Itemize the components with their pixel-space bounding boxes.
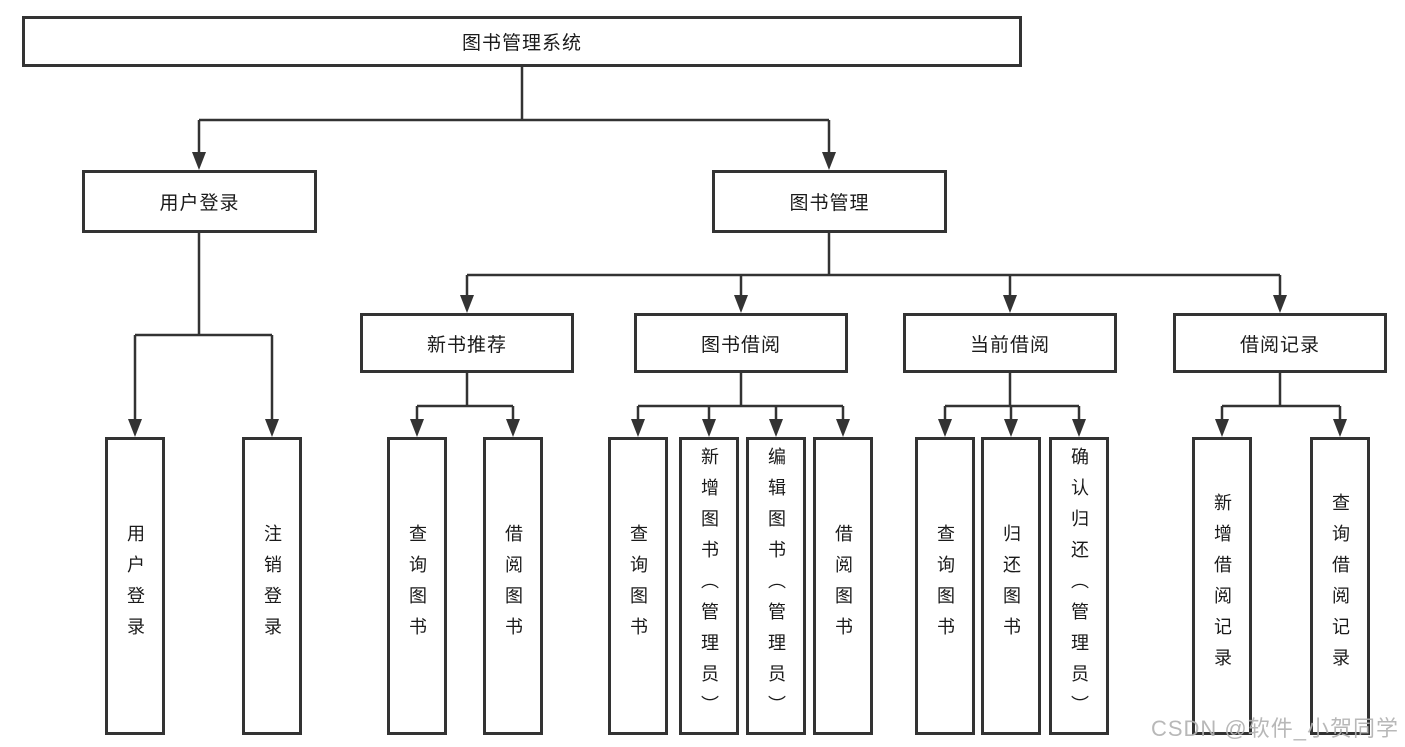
node-library-system: 图书管理系统 <box>22 16 1022 67</box>
leaf-edit-books-admin: 编辑图书（管理员） <box>746 437 806 735</box>
leaf-label: 新增借阅记录 <box>1212 493 1232 679</box>
leaf-user-login: 用户登录 <box>105 437 165 735</box>
node-label: 新书推荐 <box>426 334 507 356</box>
leaf-label: 归还图书 <box>1001 524 1021 648</box>
node-label: 用户登录 <box>159 193 240 214</box>
leaf-query-books-current: 查询图书 <box>915 437 975 735</box>
node-label: 图书管理 <box>789 193 870 214</box>
leaf-label: 借阅图书 <box>503 524 523 648</box>
csdn-watermark: CSDN @软件_小贺同学 <box>1150 716 1399 741</box>
node-label: 当前借阅 <box>969 334 1050 356</box>
leaf-label: 查询图书 <box>407 524 427 648</box>
leaf-add-borrow-record: 新增借阅记录 <box>1192 437 1252 735</box>
leaf-label: 注销登录 <box>262 524 282 648</box>
leaf-return-books: 归还图书 <box>981 437 1041 735</box>
node-new-book-recommend: 新书推荐 <box>360 313 574 373</box>
leaf-logout: 注销登录 <box>242 437 302 735</box>
leaf-label: 查询图书 <box>935 524 955 648</box>
leaf-label: 编辑图书（管理员） <box>766 446 786 726</box>
leaf-borrow-books: 借阅图书 <box>813 437 873 735</box>
leaf-borrow-books-recommend: 借阅图书 <box>483 437 543 735</box>
leaf-label: 查询借阅记录 <box>1330 493 1350 679</box>
leaf-add-books-admin: 新增图书（管理员） <box>679 437 739 735</box>
node-user-login: 用户登录 <box>82 170 317 233</box>
arrowheads <box>128 152 1347 437</box>
node-book-management: 图书管理 <box>712 170 947 233</box>
node-current-borrowing: 当前借阅 <box>903 313 1117 373</box>
node-book-borrowing: 图书借阅 <box>634 313 848 373</box>
leaf-label: 确认归还（管理员） <box>1069 446 1089 726</box>
node-label: 图书管理系统 <box>461 33 582 54</box>
leaf-label: 用户登录 <box>125 524 145 648</box>
leaf-label: 查询图书 <box>628 524 648 648</box>
node-borrow-records: 借阅记录 <box>1173 313 1387 373</box>
leaf-label: 借阅图书 <box>833 524 853 648</box>
leaf-query-borrow-record: 查询借阅记录 <box>1310 437 1370 735</box>
node-label: 借阅记录 <box>1239 334 1320 356</box>
leaf-confirm-return-admin: 确认归还（管理员） <box>1049 437 1109 735</box>
leaf-label: 新增图书（管理员） <box>699 446 719 726</box>
leaf-query-books-recommend: 查询图书 <box>387 437 447 735</box>
node-label: 图书借阅 <box>700 334 781 356</box>
leaf-query-books-borrowing: 查询图书 <box>608 437 668 735</box>
